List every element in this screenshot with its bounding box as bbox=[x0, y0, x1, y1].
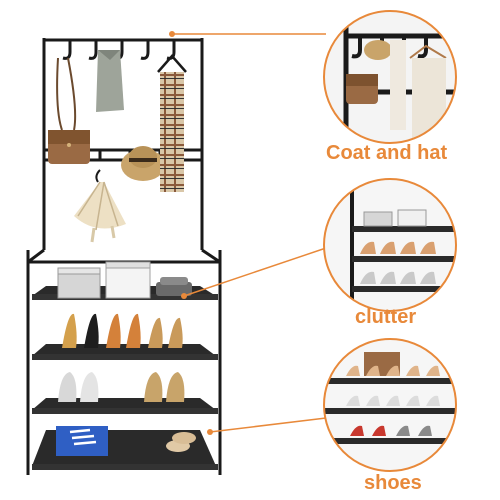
heels-row bbox=[62, 313, 183, 348]
callout-dot-coat bbox=[169, 31, 175, 37]
towel bbox=[96, 50, 124, 112]
label-shoes: shoes bbox=[364, 472, 422, 494]
hat-icon bbox=[121, 146, 165, 181]
callout-lines bbox=[172, 33, 327, 433]
label-clutter: clutter bbox=[355, 306, 417, 328]
shelf-2 bbox=[32, 344, 218, 360]
detail-coat-and-hat bbox=[323, 10, 457, 144]
scarf-icon bbox=[157, 54, 187, 192]
callout-dot-shoes bbox=[207, 429, 213, 435]
flats bbox=[166, 432, 196, 452]
shoebox-icon bbox=[57, 261, 192, 299]
callout-dot-clutter bbox=[181, 293, 187, 299]
sneakers-row bbox=[58, 372, 185, 402]
detail-clutter bbox=[323, 178, 457, 312]
label-coat-and-hat: Coat and hat bbox=[326, 142, 448, 164]
handbag-icon bbox=[48, 57, 90, 164]
detail-shoes bbox=[323, 338, 457, 472]
blue-shoebox bbox=[56, 426, 108, 456]
hanger-icon bbox=[157, 54, 187, 73]
umbrella-icon bbox=[74, 169, 126, 243]
